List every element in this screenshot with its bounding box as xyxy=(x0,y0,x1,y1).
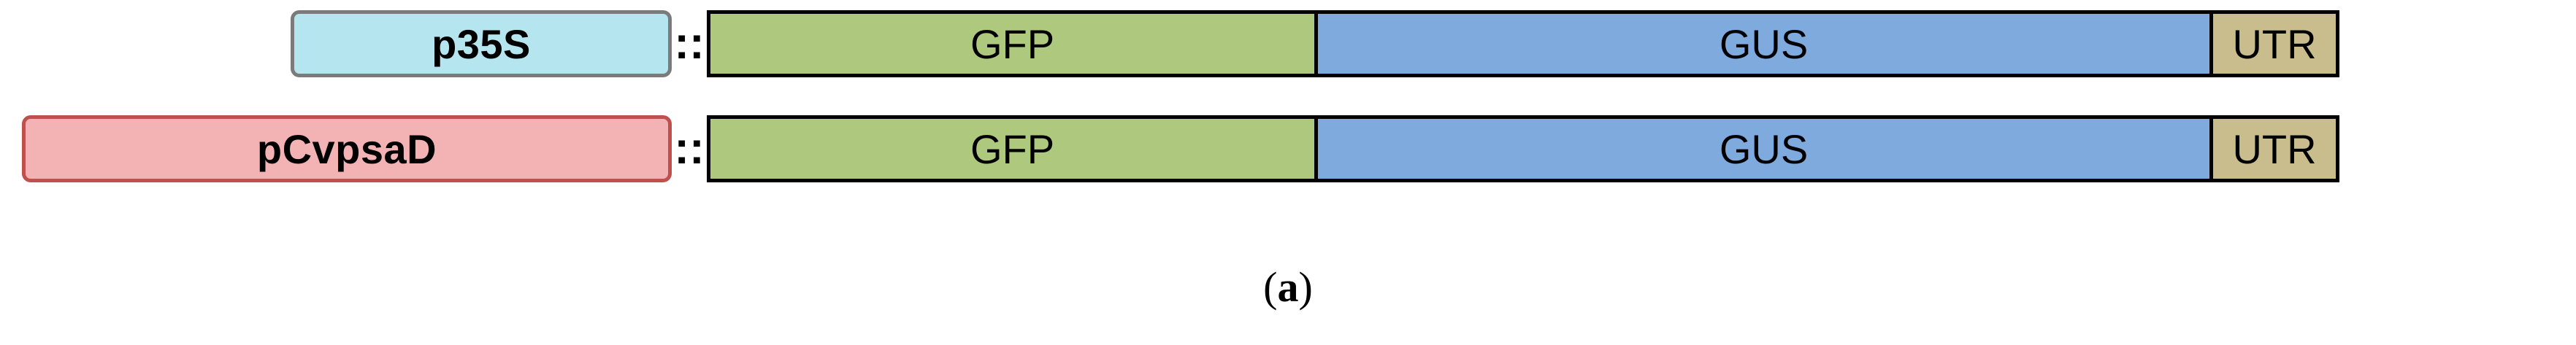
panel-label: (a) xyxy=(0,263,2576,311)
gene-segment-label: GFP xyxy=(970,20,1055,67)
promoter-box-p35s: p35S xyxy=(291,10,672,77)
gene-segment-gus: GUS xyxy=(1318,119,2213,179)
fusion-linker: :: xyxy=(674,18,705,69)
gene-segment-label: GUS xyxy=(1719,20,1809,67)
gene-segment-label: GFP xyxy=(970,125,1055,172)
gene-segment-utr: UTR xyxy=(2213,14,2336,74)
gene-segment-label: UTR xyxy=(2232,20,2317,67)
gene-bar: GFP GUS UTR xyxy=(707,10,2339,77)
gene-segment-gfp: GFP xyxy=(710,14,1318,74)
fusion-linker: :: xyxy=(674,123,705,174)
panel-label-suffix: ) xyxy=(1298,263,1313,311)
panel-label-letter: a xyxy=(1277,263,1299,311)
gene-segment-label: GUS xyxy=(1719,125,1809,172)
construct-row: pCvpsaD :: GFP GUS UTR xyxy=(22,115,2339,182)
gene-segment-gus: GUS xyxy=(1318,14,2213,74)
gene-bar: GFP GUS UTR xyxy=(707,115,2339,182)
gene-segment-gfp: GFP xyxy=(710,119,1318,179)
gene-segment-label: UTR xyxy=(2232,125,2317,172)
construct-row: p35S :: GFP GUS UTR xyxy=(291,10,2339,77)
promoter-label: pCvpsaD xyxy=(256,125,437,172)
promoter-label: p35S xyxy=(432,20,531,67)
promoter-box-pcvpsad: pCvpsaD xyxy=(22,115,672,182)
panel-label-prefix: ( xyxy=(1263,263,1278,311)
gene-segment-utr: UTR xyxy=(2213,119,2336,179)
